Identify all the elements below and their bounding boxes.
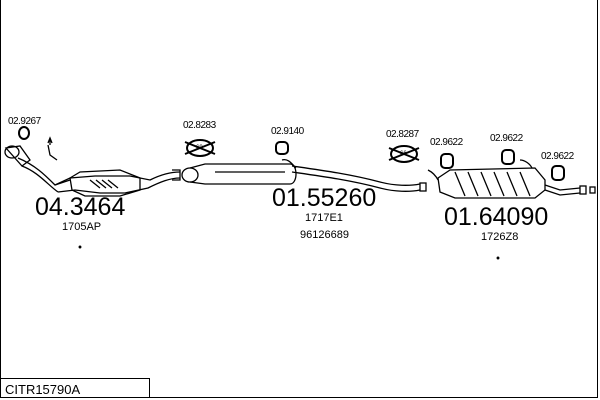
- fitting-number: 02.9622: [490, 133, 523, 144]
- rear-silencer: [427, 159, 596, 199]
- fitting-number: 02.9622: [430, 137, 463, 148]
- clamp-label: 69: [196, 145, 203, 151]
- fitting-icons: [18, 126, 565, 181]
- fitting-number: 02.8287: [386, 129, 419, 140]
- fitting-number: 02.9140: [271, 126, 304, 137]
- front-pipe-catalyst: [4, 136, 181, 197]
- middle-silencer: [181, 158, 427, 192]
- part-ref: 1726Z8: [481, 231, 519, 243]
- part-number: 01.64090: [444, 203, 549, 231]
- part-number: 04.3464: [35, 193, 126, 221]
- part-ref-2: 96126689: [300, 229, 349, 241]
- fitting-number: 02.9622: [541, 151, 574, 162]
- fitting-number: 02.9267: [8, 116, 41, 127]
- clamp-label: 66: [400, 151, 407, 157]
- diagram-code: CITR15790A: [0, 378, 150, 398]
- part-ref: 1717E1: [305, 212, 343, 224]
- dot-mark: [78, 245, 82, 249]
- part-ref: 1705AP: [62, 221, 102, 233]
- frame-left-border: [0, 0, 1, 378]
- dot-mark: [496, 256, 500, 260]
- fitting-number: 02.8283: [183, 120, 216, 131]
- part-number: 01.55260: [272, 184, 377, 212]
